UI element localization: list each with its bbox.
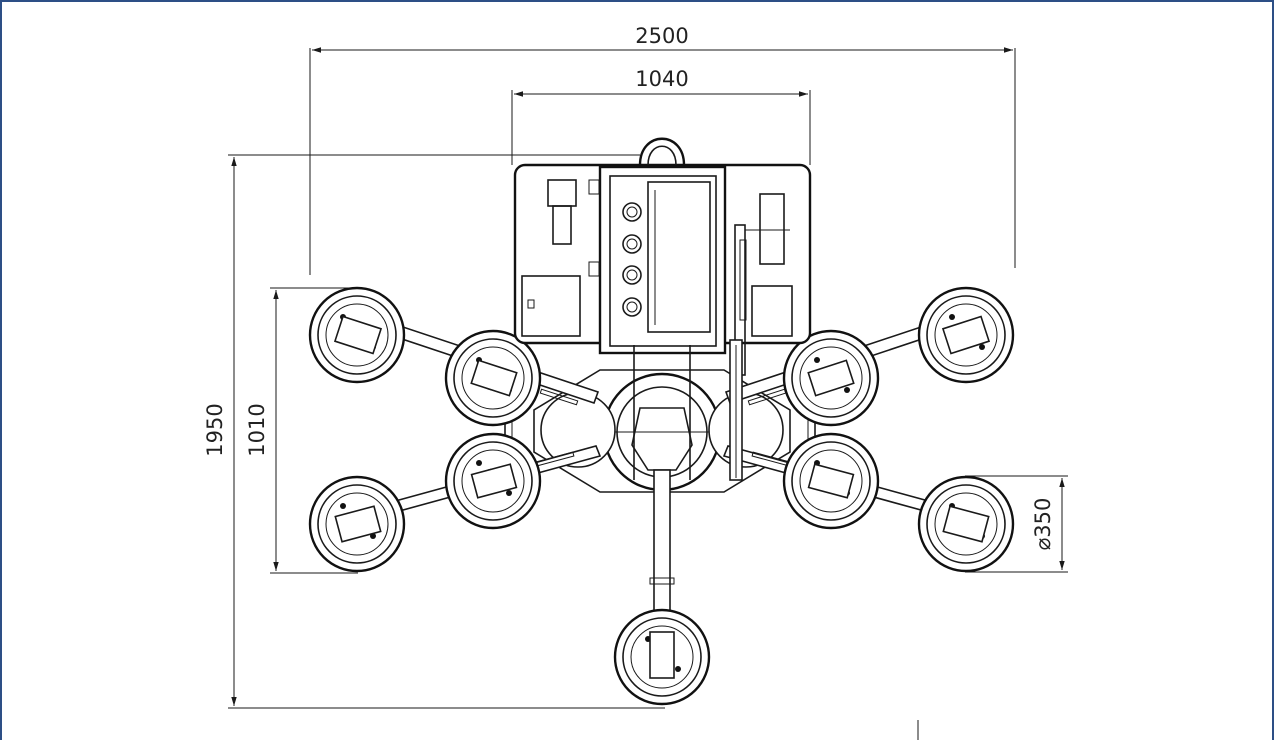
dim-label-overall-width: 2500 [635,24,688,48]
dimension-overall-length: 1950 [203,154,665,709]
dimension-pad-span: 1010 [245,287,358,574]
control-box [513,137,812,376]
dimension-frame-width: 1040 [511,67,811,165]
pad-brackets [333,315,991,679]
gauge-icon [622,297,642,317]
cylinder-rods [633,339,743,481]
dim-label-pad-diameter: ⌀350 [1031,498,1055,551]
arm-assembly [346,310,978,646]
dim-label-frame-width: 1040 [635,67,688,91]
dim-label-pad-span: 1010 [245,403,269,456]
dimension-pad-diameter: ⌀350 [965,475,1068,573]
gauge-icon [622,234,642,254]
gauge-icon [622,202,642,222]
gauge-icon [622,265,642,285]
dim-label-overall-length: 1950 [203,403,227,456]
dimension-overall-width: 2500 [309,24,1016,275]
